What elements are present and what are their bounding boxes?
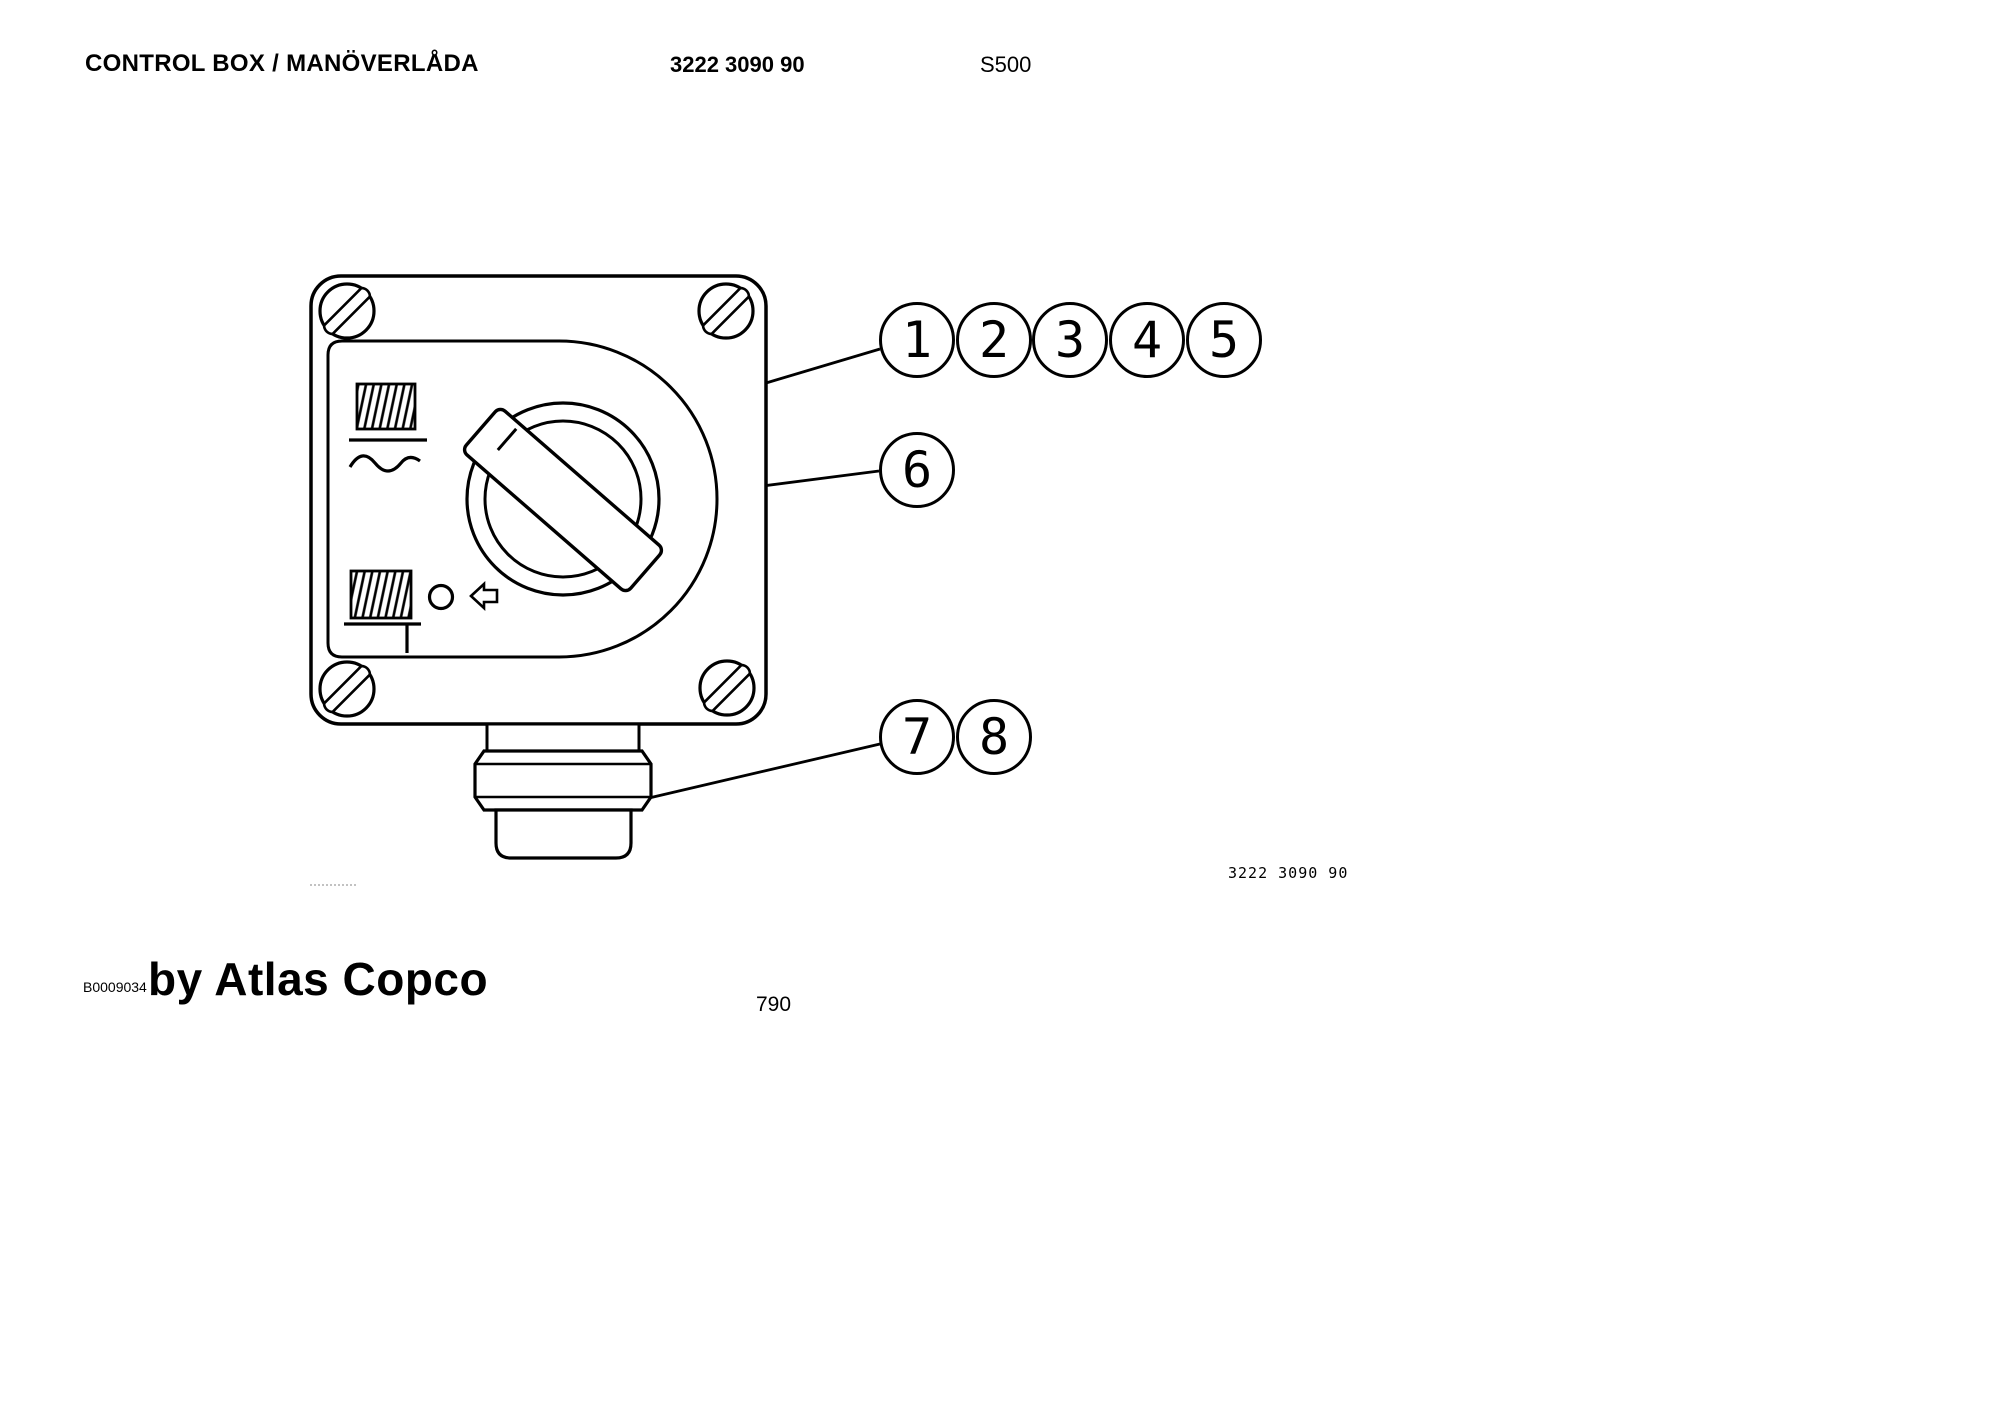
callout-1-label: 1 [901, 311, 933, 369]
model-designation: S500 [980, 52, 1032, 77]
gland-sleeve [494, 808, 633, 860]
symbol-coil-top [348, 382, 427, 473]
leader-line-gland [648, 742, 881, 800]
callout-5: 5 [1186, 302, 1262, 378]
callout-7-label: 7 [901, 708, 933, 766]
drawing-number: 3222 3090 90 [1228, 864, 1349, 882]
rotary-knob [462, 401, 664, 597]
page-title: CONTROL BOX / MANÖVERLÅDA [85, 50, 479, 77]
page-number: 790 [756, 993, 792, 1016]
callout-5-label: 5 [1208, 311, 1240, 369]
part-number: 3222 3090 90 [670, 52, 805, 77]
callout-6-label: 6 [901, 441, 933, 499]
callout-3-label: 3 [1054, 311, 1086, 369]
callout-4: 4 [1109, 302, 1185, 378]
leader-line-box [765, 347, 881, 385]
coil-bottom-winding [349, 569, 413, 620]
callout-8: 8 [956, 699, 1032, 775]
screw-top-left [318, 282, 376, 340]
callout-2-label: 2 [978, 311, 1010, 369]
screw-top-right [697, 282, 755, 340]
cable-gland [473, 722, 653, 860]
callout-4-label: 4 [1131, 311, 1163, 369]
wave-symbol [348, 454, 421, 473]
document-code: B0009034 [83, 979, 147, 995]
callout-6: 6 [879, 432, 955, 508]
coil-top-winding [355, 382, 417, 431]
knob-handle-mark [496, 427, 518, 451]
scan-artifact [310, 884, 356, 886]
callout-2: 2 [956, 302, 1032, 378]
knob-handle [462, 407, 664, 593]
callout-1: 1 [879, 302, 955, 378]
screw-bottom-right [698, 659, 756, 717]
screw-bottom-left [318, 660, 376, 718]
arrow-left-icon [469, 581, 499, 611]
symbol-coil-bottom [344, 569, 421, 653]
indicator-circle [427, 583, 455, 611]
gland-neck [485, 722, 641, 753]
callout-3: 3 [1032, 302, 1108, 378]
brand-wordmark: by Atlas Copco [148, 953, 489, 1005]
gland-nut [473, 749, 653, 812]
callout-8-label: 8 [978, 708, 1010, 766]
callout-7: 7 [879, 699, 955, 775]
